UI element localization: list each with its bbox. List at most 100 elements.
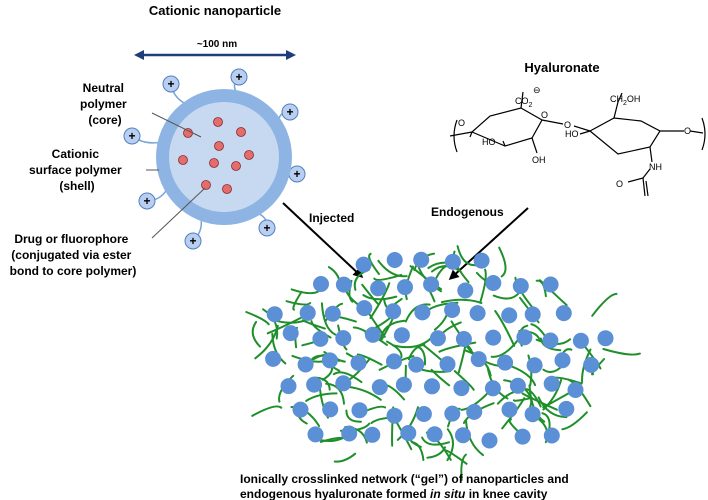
gel-nanoparticle	[455, 427, 471, 444]
gel-nanoparticle	[484, 380, 501, 397]
cationic-charge: +	[123, 127, 141, 145]
ho-left-label: HO	[482, 137, 496, 147]
gel-nanoparticle	[426, 426, 443, 443]
gel-nanoparticle	[501, 307, 518, 324]
cationic-charges: ++++++++	[123, 68, 306, 250]
acetyl-oxygen: O	[616, 179, 623, 189]
network-caption-line2: endogenous hyaluronate formed in situ in…	[240, 487, 548, 500]
ho-right-label: HO	[565, 129, 579, 139]
plus-sign: +	[263, 221, 270, 235]
ring-oxygen-2: O	[684, 126, 691, 136]
gel-nanoparticle	[512, 278, 529, 294]
hyaluronate-strand	[245, 311, 270, 326]
gel-nanoparticle	[524, 306, 541, 323]
hyaluronate-strand	[479, 268, 487, 303]
gel-nanoparticle	[393, 327, 410, 344]
shell-label: Cationic surface polymer (shell)	[29, 147, 125, 193]
gel-nanoparticle	[542, 332, 559, 349]
carboxylate-label: CO2	[515, 96, 533, 109]
gel-nanoparticles	[265, 251, 614, 449]
drug-leader-line	[151, 187, 206, 239]
hyaluronate-strand	[345, 409, 362, 423]
gel-nanoparticle	[481, 432, 498, 449]
gel-nanoparticle	[455, 331, 472, 347]
gel-nanoparticle	[414, 304, 431, 321]
injected-label: Injected	[309, 211, 354, 225]
gel-nanoparticle	[397, 279, 413, 296]
ch2oh-label: CH2OH	[610, 94, 640, 107]
gel-nanoparticle	[439, 356, 456, 373]
hyaluronate-title: Hyaluronate	[524, 60, 599, 75]
gel-nanoparticle	[457, 282, 474, 299]
hyaluronate-strand	[290, 288, 320, 295]
gel-nanoparticle	[473, 252, 490, 269]
gel-nanoparticle	[280, 378, 297, 395]
ring-oxygen-1: O	[541, 110, 548, 120]
hyaluronate-strand	[305, 392, 338, 402]
hyaluronate-strand	[453, 370, 475, 391]
gel-nanoparticle	[386, 252, 403, 268]
drug-label: Drug or fluorophore (conjugated via este…	[10, 232, 137, 278]
hyaluronate-strand	[356, 353, 383, 366]
hyaluronate-strand	[271, 332, 287, 365]
hyaluronate-strand	[512, 396, 533, 402]
gel-nanoparticle	[266, 306, 283, 323]
gel-nanoparticle	[516, 329, 533, 346]
gel-nanoparticle	[364, 426, 381, 443]
gel-nanoparticle	[355, 256, 372, 273]
gel-nanoparticle	[466, 403, 483, 420]
cationic-charge: +	[230, 68, 248, 86]
gel-nanoparticle	[567, 382, 584, 398]
gel-nanoparticle	[514, 428, 531, 445]
cationic-charge: +	[281, 103, 299, 121]
cationic-charge: +	[288, 165, 306, 183]
endogenous-label: Endogenous	[431, 205, 504, 219]
hyaluronate-strand	[332, 371, 363, 384]
drug-molecule	[183, 128, 193, 138]
gel-nanoparticle	[313, 276, 329, 292]
drug-molecule	[178, 155, 188, 165]
hyaluronate-strand	[521, 392, 558, 411]
gel-nanoparticle	[444, 405, 461, 422]
carboxylate-charge: ⊖	[533, 85, 541, 95]
gel-nanoparticle	[386, 407, 403, 424]
gel-nanoparticle	[424, 378, 440, 395]
injected-arrow	[282, 202, 364, 279]
drug-molecule	[236, 127, 246, 137]
gel-nanoparticle	[572, 332, 589, 349]
gel-nanoparticle	[282, 325, 299, 342]
drug-molecule	[214, 141, 224, 151]
hyaluronate-strand	[438, 341, 477, 353]
drug-molecule	[244, 150, 254, 160]
hyaluronate-strand	[446, 428, 454, 462]
hyaluronate-strand	[415, 345, 427, 366]
hyaluronate-strand	[492, 291, 521, 300]
gel-nanoparticle	[312, 330, 329, 347]
cationic-charge: +	[138, 192, 156, 210]
gel-nanoparticle	[526, 357, 543, 374]
hyaluronate-strand	[333, 452, 357, 463]
drug-molecules	[178, 117, 254, 194]
gel-nanoparticle	[469, 305, 486, 322]
gel-nanoparticle	[429, 330, 446, 347]
hyaluronate-strand	[320, 302, 337, 336]
gel-nanoparticle	[497, 354, 514, 371]
hyaluronate-strand	[440, 298, 483, 304]
hyaluronate-strand	[602, 348, 641, 356]
gel-nanoparticle	[542, 276, 559, 293]
hyaluronate-strand	[421, 436, 450, 446]
network-caption-line1: Ionically crosslinked network (“gel”) of…	[240, 472, 569, 486]
gel-nanoparticle	[444, 253, 461, 270]
gel-nanoparticle	[509, 377, 526, 394]
gel-nanoparticle	[341, 425, 358, 442]
cationic-charge: +	[258, 219, 276, 237]
hyaluronate-strand	[494, 310, 516, 347]
gel-nanoparticle	[356, 300, 373, 317]
gel-nanoparticle	[370, 280, 387, 297]
drug-molecule	[201, 180, 211, 190]
gel-nanoparticle	[554, 352, 571, 369]
hyaluronate-strand	[591, 292, 618, 317]
cationic-charge: +	[162, 75, 180, 93]
gel-nanoparticle	[485, 275, 502, 291]
left-link-oxygen: O	[458, 118, 465, 128]
